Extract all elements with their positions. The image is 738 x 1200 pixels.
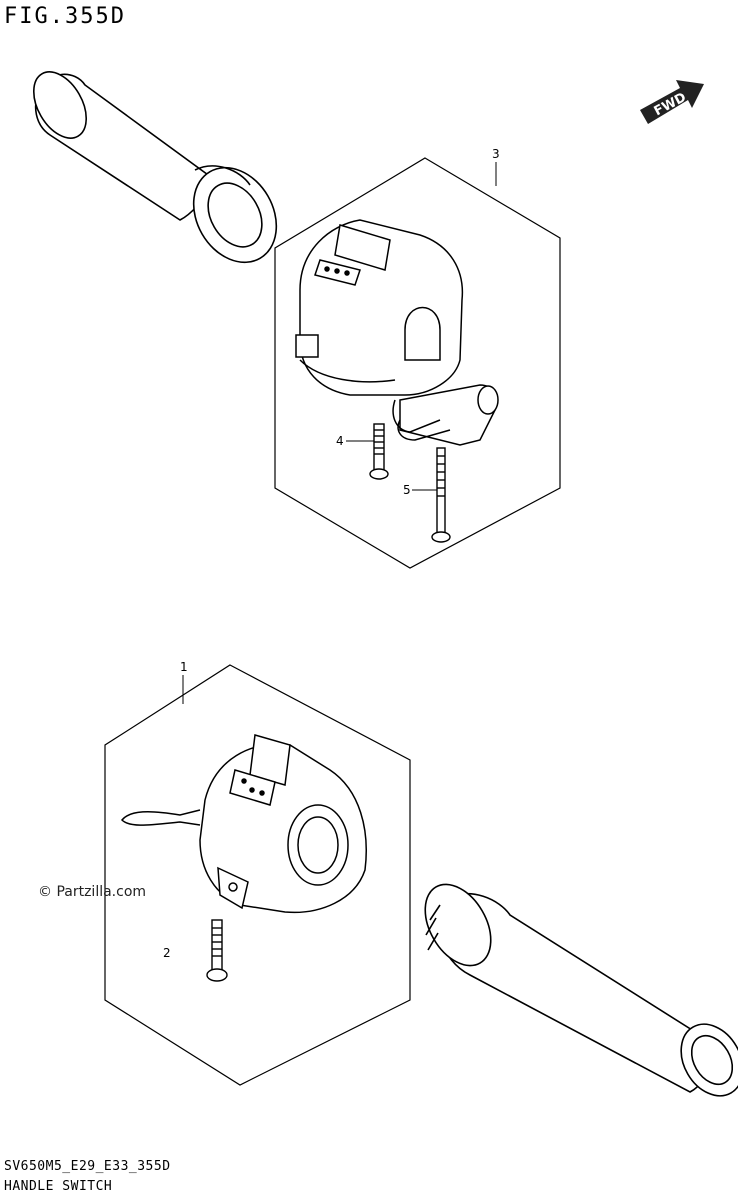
callout-4: 4 bbox=[336, 434, 344, 448]
watermark: © Partzilla.com bbox=[38, 884, 147, 900]
left-grip bbox=[32, 71, 278, 264]
callout-2: 2 bbox=[163, 946, 171, 960]
fwd-arrow-icon: FWD bbox=[640, 80, 704, 124]
assembly-3-outline bbox=[274, 157, 561, 569]
figure-code: SV650M5_E29_E33_355D bbox=[4, 1159, 171, 1174]
callout-5: 5 bbox=[403, 483, 411, 497]
callout-3: 3 bbox=[492, 147, 500, 161]
screw-4 bbox=[369, 423, 389, 480]
figure-name: HANDLE SWITCH bbox=[4, 1179, 113, 1194]
callout-leaders bbox=[182, 162, 497, 704]
screw-5 bbox=[431, 447, 451, 543]
callout-1: 1 bbox=[180, 660, 188, 674]
figure-title: FIG.355D bbox=[4, 4, 126, 29]
right-switch-housing bbox=[295, 219, 499, 446]
left-switch-housing bbox=[120, 734, 367, 914]
right-grip bbox=[424, 883, 738, 1097]
assembly-1-outline bbox=[104, 664, 411, 1086]
screw-2 bbox=[206, 919, 228, 982]
